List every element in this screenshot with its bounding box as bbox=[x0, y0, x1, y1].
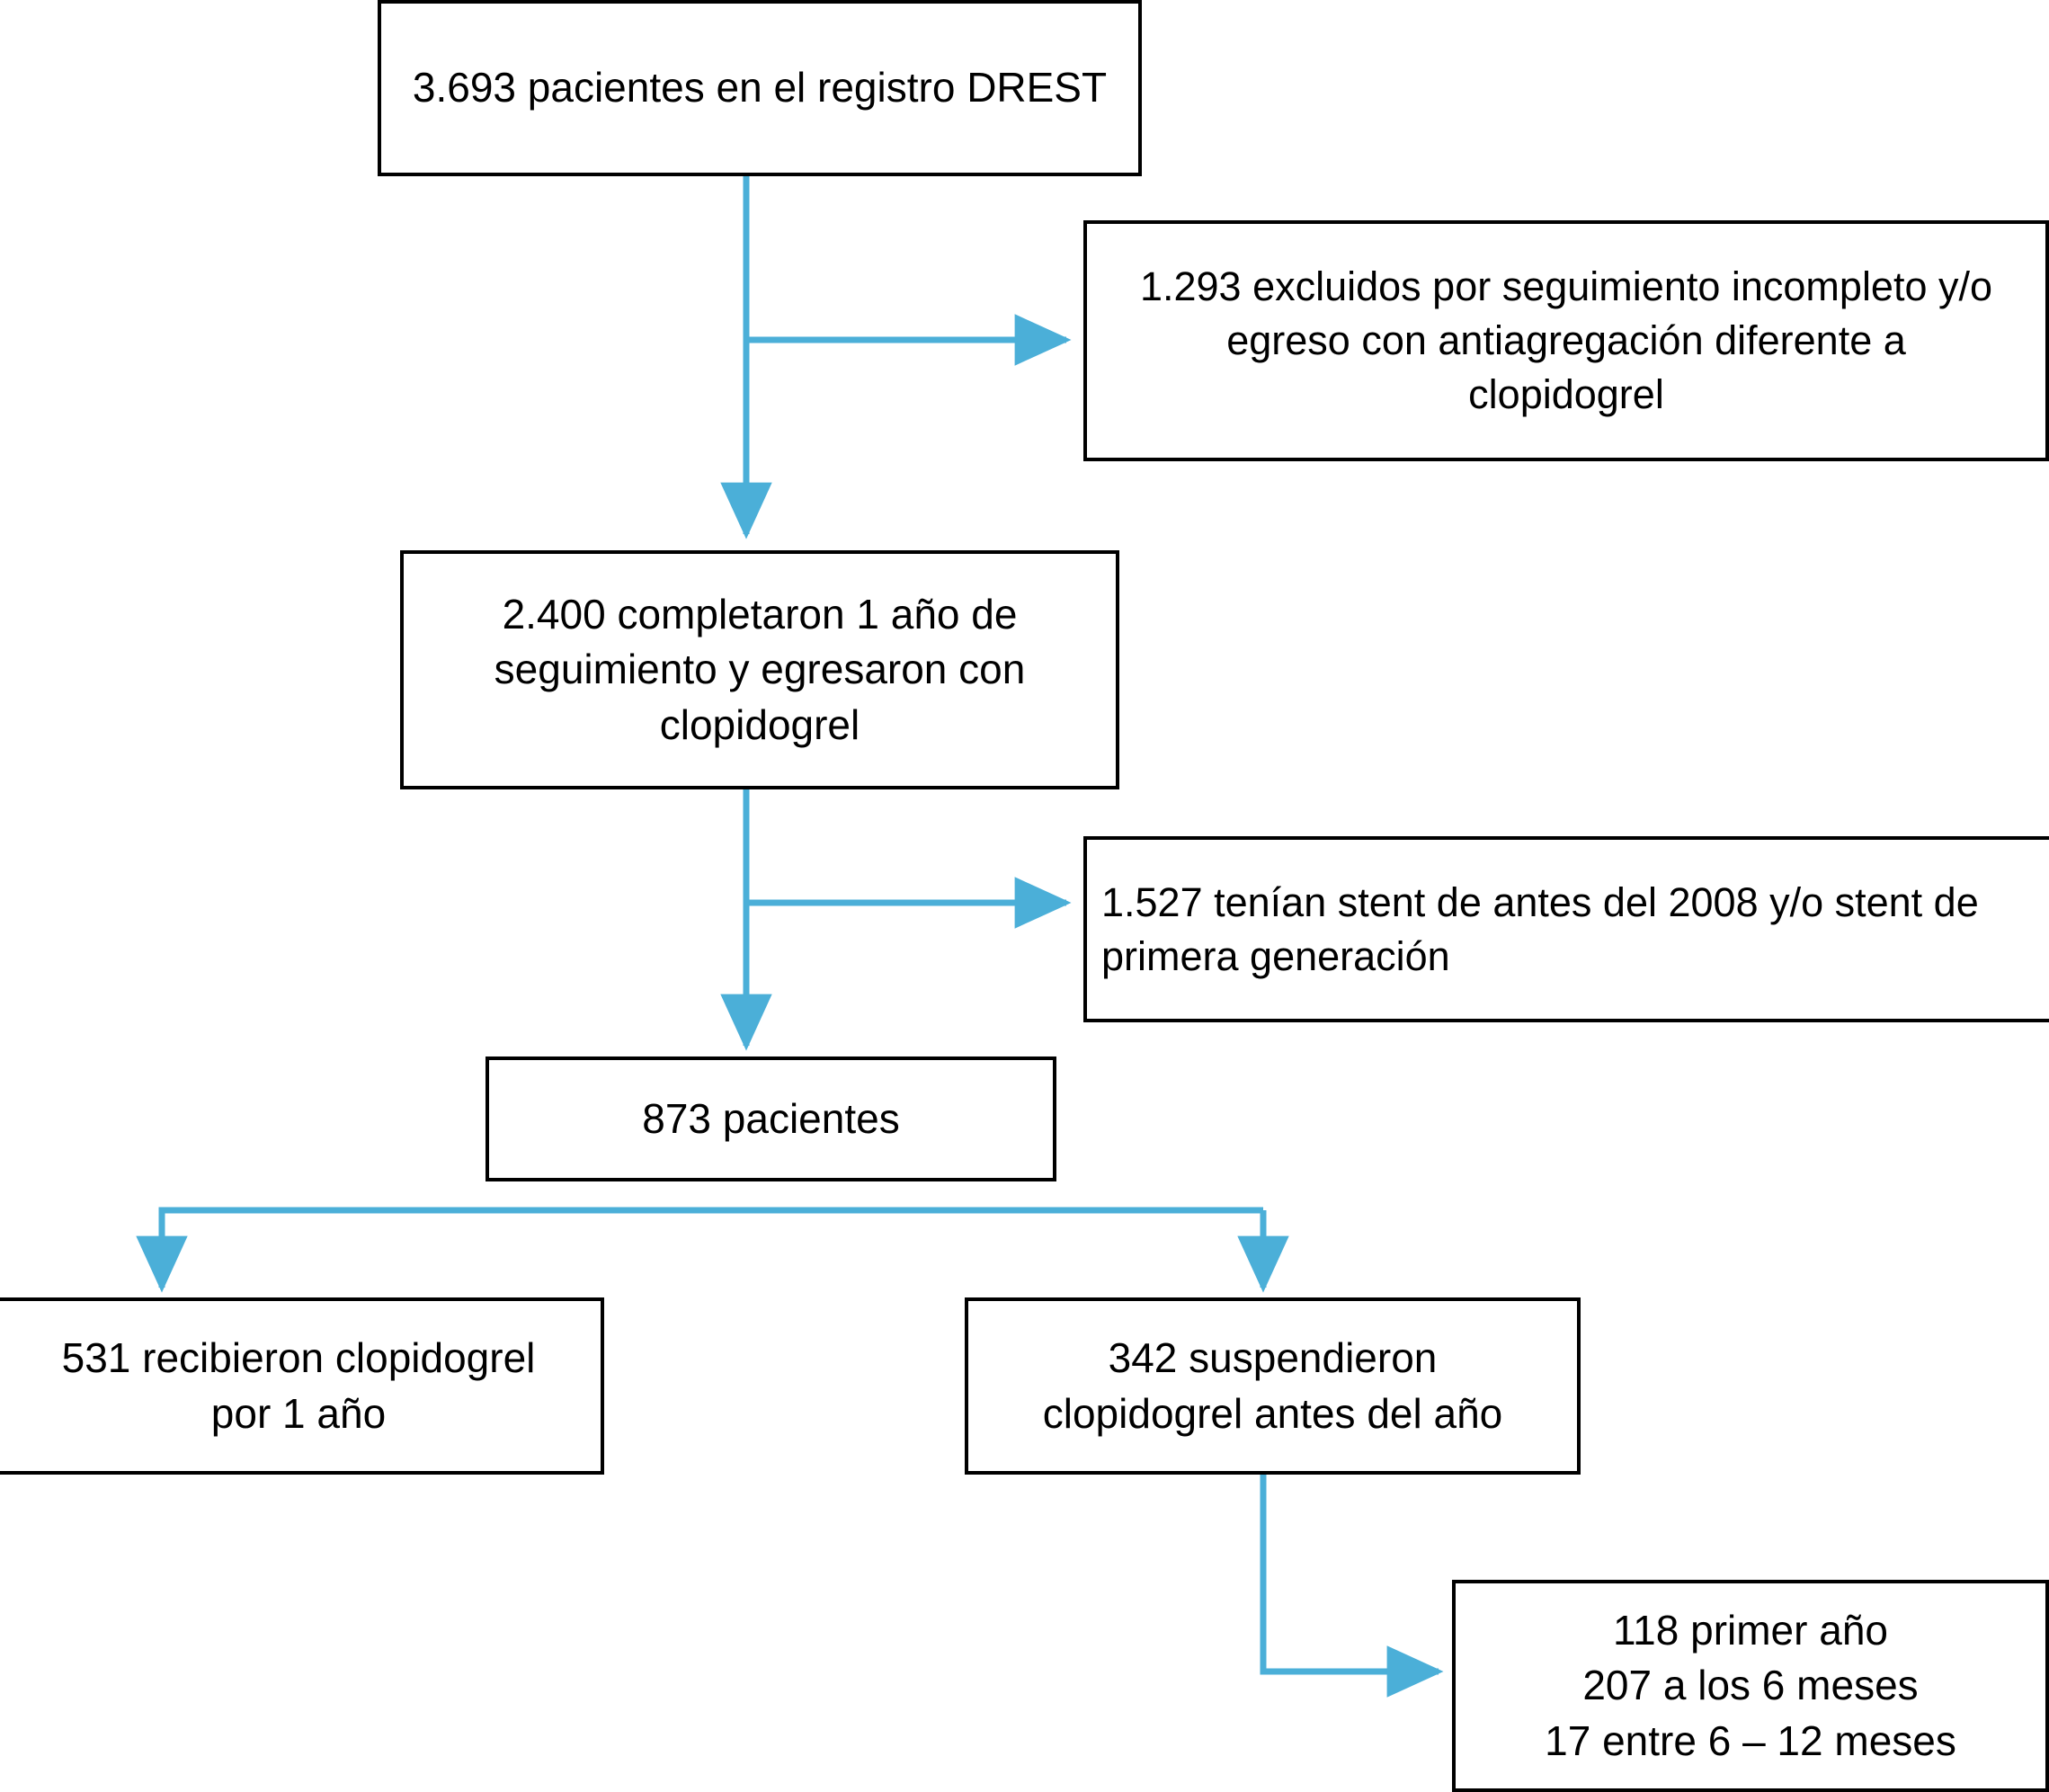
node-line: 531 recibieron clopidogrel bbox=[61, 1334, 536, 1382]
node-completaron-un-ano[interactable]: 2.400 completaron 1 año de seguimiento y… bbox=[400, 550, 1119, 789]
node-excluidos-seguimiento[interactable]: 1.293 excluidos por seguimiento incomple… bbox=[1083, 220, 2049, 461]
node-line: 1.293 excluidos por seguimiento incomple… bbox=[1139, 263, 1993, 310]
node-line: egreso con antiagregación diferente a bbox=[1226, 317, 1906, 364]
node-line: 118 primer año bbox=[1613, 1607, 1888, 1654]
node-line: 207 a los 6 meses bbox=[1582, 1662, 1919, 1709]
node-line: 3.693 pacientes en el registro DREST bbox=[412, 64, 1108, 111]
node-line: 342 suspendieron bbox=[1108, 1334, 1438, 1382]
node-line: 873 pacientes bbox=[642, 1094, 900, 1142]
node-line: clopidogrel bbox=[1468, 370, 1664, 417]
node-stent-antes-2008[interactable]: 1.527 tenían stent de antes del 2008 y/o… bbox=[1083, 836, 2049, 1022]
edge-suspendieron-to-desglose bbox=[1260, 1475, 1444, 1698]
node-342-suspendieron[interactable]: 342 suspendieron clopidogrel antes del a… bbox=[965, 1297, 1581, 1475]
node-line: 1.527 tenían stent de antes del 2008 y/o… bbox=[1101, 878, 1979, 925]
node-873-pacientes[interactable]: 873 pacientes bbox=[486, 1056, 1056, 1181]
node-line: 2.400 completaron 1 año de bbox=[502, 591, 1018, 638]
node-line: seguimiento y egresaron con bbox=[494, 646, 1026, 693]
node-desglose-suspension[interactable]: 118 primer año 207 a los 6 meses 17 entr… bbox=[1452, 1580, 2049, 1792]
node-line: por 1 año bbox=[210, 1389, 387, 1437]
node-line: clopidogrel antes del año bbox=[1042, 1389, 1503, 1437]
node-line: clopidogrel bbox=[659, 700, 860, 748]
node-line: 17 entre 6 – 12 meses bbox=[1545, 1716, 1956, 1764]
edge-873-to-recibieron bbox=[136, 1207, 1263, 1293]
node-registro-drest[interactable]: 3.693 pacientes en el registro DREST bbox=[378, 0, 1142, 176]
node-531-recibieron[interactable]: 531 recibieron clopidogrel por 1 año bbox=[0, 1297, 604, 1475]
node-line: primera generación bbox=[1101, 932, 1450, 979]
